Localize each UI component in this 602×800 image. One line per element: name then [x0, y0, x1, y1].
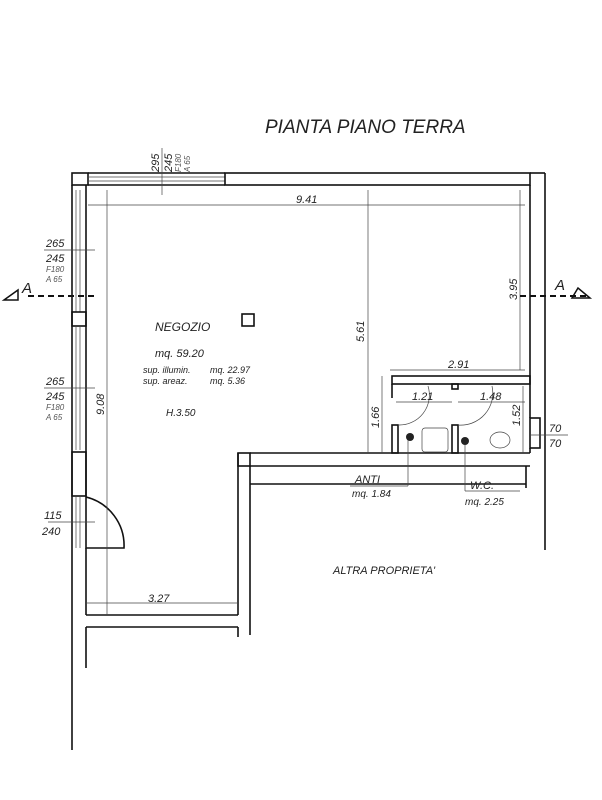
svg-text:240: 240: [41, 526, 61, 538]
svg-text:F180: F180: [174, 153, 183, 172]
section-marker-left: A: [1, 280, 97, 301]
svg-text:70: 70: [549, 423, 562, 435]
dim-bottom-width: 3.27: [148, 593, 170, 605]
svg-text:265: 265: [45, 238, 65, 250]
dim-bath-height: 1.66: [370, 406, 382, 428]
svg-text:A 65: A 65: [183, 155, 192, 173]
svg-text:245: 245: [45, 253, 65, 265]
top-window-label: 295 245 F180 A 65: [150, 153, 192, 173]
svg-text:sup. illumin.: sup. illumin.: [143, 365, 191, 375]
dim-wc-width: 1.48: [480, 391, 502, 403]
door-label: 115 240: [41, 510, 62, 538]
svg-text:265: 265: [45, 376, 65, 388]
drain-icon: [461, 437, 469, 445]
altra-proprieta-label: ALTRA PROPRIETA': [332, 565, 436, 577]
dim-wc-depth: 1.52: [511, 405, 523, 426]
section-marker-right: A: [520, 277, 593, 299]
dim-right-height: 3.95: [508, 278, 520, 300]
walls: [71, 172, 546, 750]
svg-text:295: 295: [150, 153, 162, 173]
dim-height-left: 9.08: [95, 393, 107, 415]
dimension-lines: [44, 148, 568, 615]
svg-text:70: 70: [549, 438, 562, 450]
svg-text:mq. 22.97: mq. 22.97: [210, 365, 251, 375]
svg-text:245: 245: [45, 391, 65, 403]
left-window-2-label: 265 245 F180 A 65: [45, 376, 65, 422]
sink-icon: [421, 427, 449, 453]
plan-title: PIANTA PIANO TERRA: [265, 117, 466, 138]
room-height: H.3.50: [166, 408, 196, 419]
left-window-1-label: 265 245 F180 A 65: [45, 238, 65, 284]
room-area-negozio: mq. 59.20: [155, 348, 205, 360]
toilet-icon: [489, 431, 511, 449]
svg-text:F180: F180: [46, 265, 65, 274]
room-area-anti: mq. 1.84: [352, 489, 391, 500]
drain-icon: [406, 433, 414, 441]
svg-text:mq. 5.36: mq. 5.36: [210, 376, 245, 386]
svg-text:A: A: [21, 280, 32, 297]
svg-text:245: 245: [163, 153, 175, 173]
svg-text:A: A: [554, 277, 565, 294]
dim-inner-height: 5.61: [355, 321, 367, 342]
svg-text:A 65: A 65: [45, 413, 63, 422]
svg-text:sup. areaz.: sup. areaz.: [143, 376, 188, 386]
dim-anti-width: 1.21: [412, 391, 433, 403]
room-name-anti: ANTI: [354, 474, 380, 486]
room-name-wc: W.C.: [470, 480, 494, 492]
pillar-icon: [241, 313, 255, 327]
room-area-wc: mq. 2.25: [465, 497, 504, 508]
room-name-negozio: NEGOZIO: [155, 320, 210, 334]
wc-window-label: 70 70: [549, 423, 562, 450]
dim-width-top: 9.41: [296, 194, 317, 206]
svg-text:A 65: A 65: [45, 275, 63, 284]
dim-bath-width: 2.91: [447, 359, 469, 371]
svg-text:115: 115: [44, 510, 62, 522]
entrance-door: [85, 496, 125, 549]
svg-text:F180: F180: [46, 403, 65, 412]
